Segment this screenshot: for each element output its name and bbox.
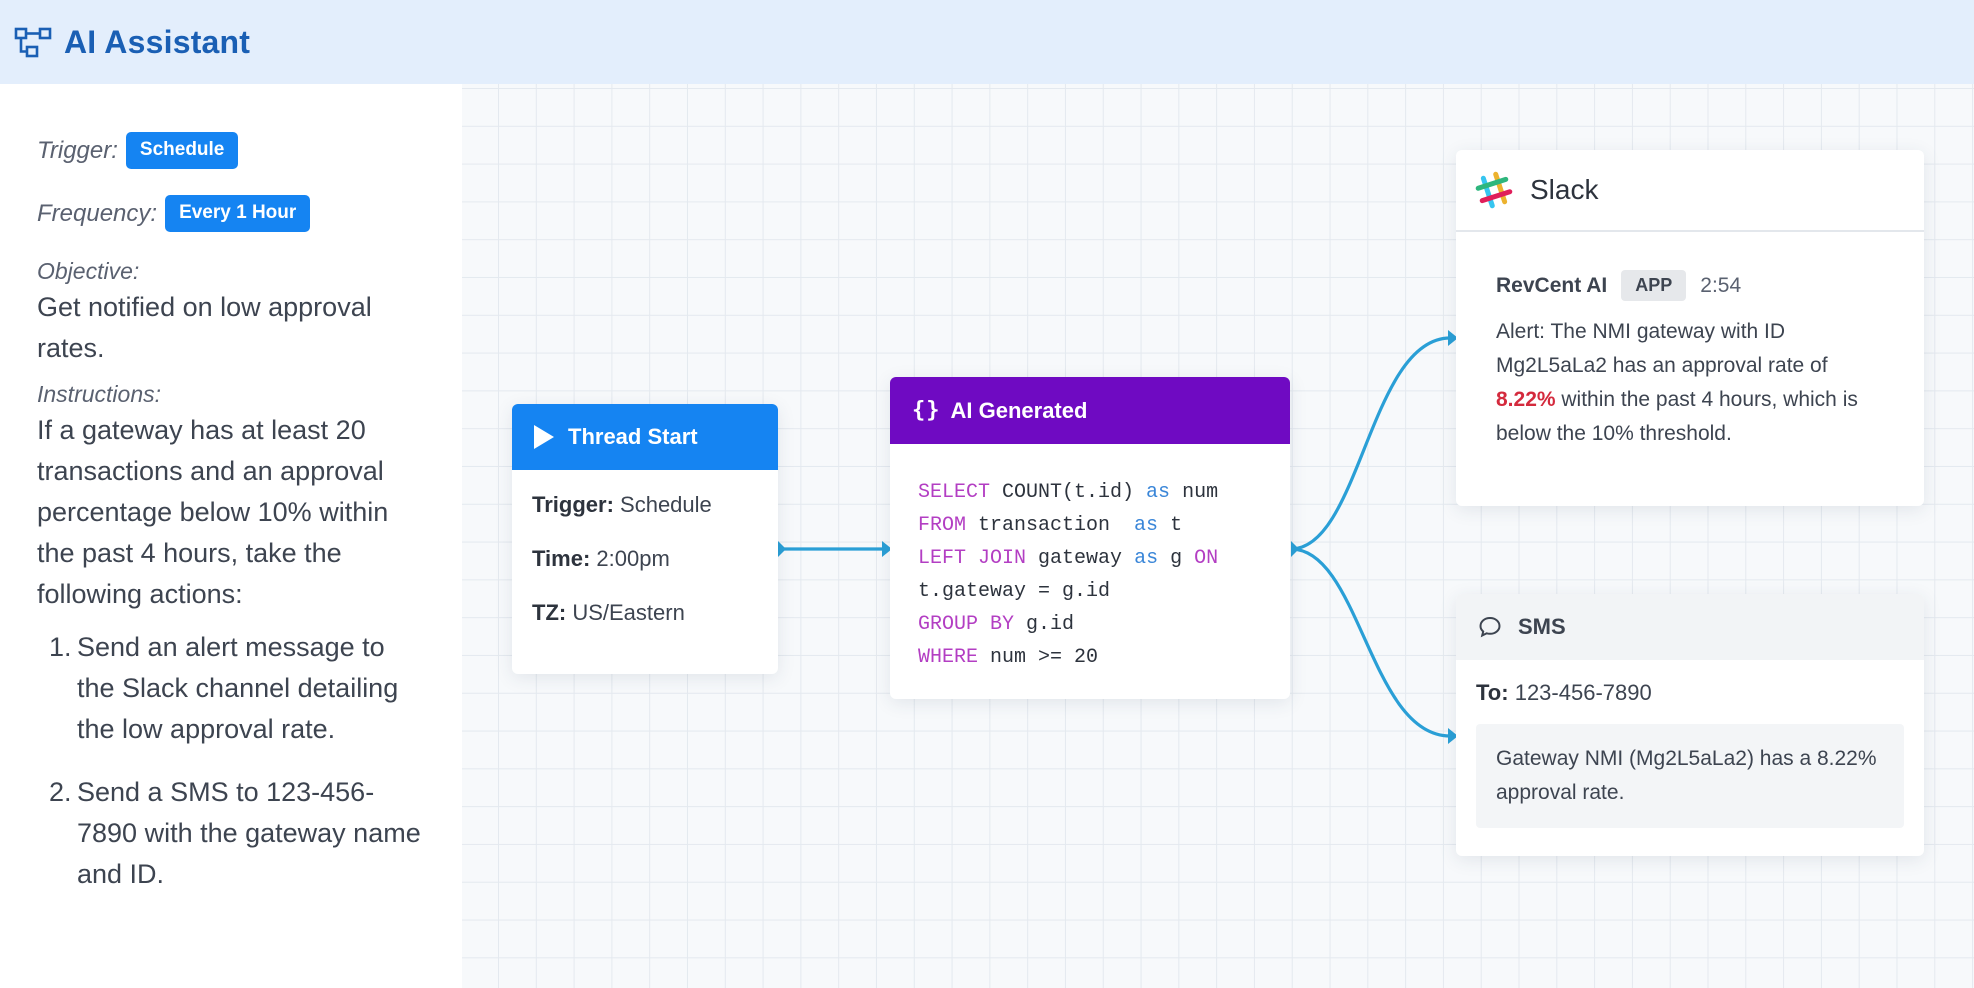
app-badge: APP (1621, 270, 1687, 301)
sql-line: FROM transaction as t (918, 509, 1266, 542)
thread-tz-row: TZ: US/Eastern (532, 600, 758, 626)
slack-sender: RevCent AI (1496, 273, 1608, 297)
objective-text: Get notified on low approval rates. (37, 292, 372, 363)
slack-message-part: Alert: The NMI gateway with ID Mg2L5aLa2… (1496, 320, 1828, 377)
sql-keyword: WHERE (918, 646, 979, 669)
slack-node[interactable]: Slack RevCent AI APP 2:54 Alert: The NMI… (1456, 150, 1924, 506)
sql-text: g (1158, 547, 1195, 570)
sql-text: t.gateway = g.id (918, 580, 1111, 603)
sql-text: num >= 20 (978, 646, 1099, 669)
thread-start-node[interactable]: Thread Start Trigger: Schedule Time: 2:0… (512, 404, 778, 674)
thread-start-title: Thread Start (568, 424, 698, 449)
thread-tz-value: US/Eastern (572, 600, 685, 625)
thread-trigger-row: Trigger: Schedule (532, 492, 758, 518)
ai-generated-header: {} AI Generated (890, 377, 1290, 444)
thread-start-body: Trigger: Schedule Time: 2:00pm TZ: US/Ea… (512, 470, 778, 626)
sql-text: g.id (1014, 613, 1075, 636)
sms-to-label: To: (1476, 680, 1509, 705)
sms-body: To: 123-456-7890 Gateway NMI (Mg2L5aLa2)… (1456, 660, 1924, 828)
slack-timestamp: 2:54 (1700, 273, 1742, 297)
assistant-details-panel: Trigger: Schedule Frequency: Every 1 Hou… (0, 84, 462, 988)
sms-title: SMS (1518, 614, 1566, 639)
thread-time-row: Time: 2:00pm (532, 546, 758, 572)
sql-line: t.gateway = g.id (918, 575, 1266, 608)
workflow-icon (14, 27, 52, 58)
trigger-label: Trigger: (37, 136, 118, 164)
sql-keyword: FROM (918, 514, 967, 537)
list-item-text: Send a SMS to 123-456-7890 with the gate… (77, 777, 421, 889)
ai-generated-node[interactable]: {} AI Generated SELECT COUNT(t.id) as nu… (890, 377, 1290, 699)
sql-text: num (1170, 481, 1219, 504)
app-header: AI Assistant (0, 0, 1974, 84)
thread-time-value: 2:00pm (596, 546, 670, 571)
sql-text: gateway (1026, 547, 1135, 570)
list-item-number: 1. (49, 632, 72, 662)
sql-keyword: ON (1194, 547, 1219, 570)
slack-message-text: Alert: The NMI gateway with ID Mg2L5aLa2… (1496, 315, 1884, 451)
frequency-label: Frequency: (37, 199, 158, 227)
slack-message-meta: RevCent AI APP 2:54 (1496, 270, 1884, 301)
approval-rate-highlight: 8.22% (1496, 388, 1556, 411)
sql-line: LEFT JOIN gateway as g ON (918, 542, 1266, 575)
slack-logo-icon (1475, 171, 1513, 209)
sql-alias-keyword: as (1146, 481, 1171, 504)
list-item-text: Send an alert message to the Slack chann… (77, 632, 399, 744)
sql-alias-keyword: as (1134, 547, 1159, 570)
thread-time-label: Time: (532, 546, 591, 571)
code-braces-icon: {} (912, 398, 941, 423)
sql-line: SELECT COUNT(t.id) as num (918, 476, 1266, 509)
app-title: AI Assistant (64, 23, 251, 60)
sql-line: GROUP BY g.id (918, 608, 1266, 641)
sql-keyword: GROUP BY (918, 613, 1015, 636)
slack-message: RevCent AI APP 2:54 Alert: The NMI gatew… (1456, 232, 1924, 451)
action-list: 1. Send an alert message to the Slack ch… (37, 627, 426, 895)
thread-start-header: Thread Start (512, 404, 778, 470)
sms-node[interactable]: SMS To: 123-456-7890 Gateway NMI (Mg2L5a… (1456, 594, 1924, 856)
thread-trigger-label: Trigger: (532, 492, 614, 517)
trigger-badge: Schedule (125, 132, 239, 169)
chat-bubble-icon (1479, 616, 1501, 638)
frequency-row: Frequency: Every 1 Hour (37, 195, 426, 232)
list-item: 1. Send an alert message to the Slack ch… (37, 627, 426, 750)
sms-to-value: 123-456-7890 (1514, 680, 1652, 705)
frequency-badge: Every 1 Hour (165, 195, 311, 232)
sql-alias-keyword: as (1134, 514, 1159, 537)
play-icon (534, 425, 554, 449)
sql-text: transaction (966, 514, 1135, 537)
sql-keyword: SELECT (918, 481, 991, 504)
sql-text: t (1158, 514, 1183, 537)
list-item: 2. Send a SMS to 123-456-7890 with the g… (37, 772, 426, 895)
sql-keyword: LEFT JOIN (918, 547, 1027, 570)
list-item-number: 2. (49, 777, 72, 807)
sql-text: COUNT(t.id) (990, 481, 1147, 504)
thread-trigger-value: Schedule (620, 492, 712, 517)
slack-message-part: within the past 4 hours, which is below … (1496, 388, 1858, 445)
instructions-text: If a gateway has at least 20 transaction… (37, 415, 389, 609)
trigger-row: Trigger: Schedule (37, 132, 426, 169)
sms-message-text: Gateway NMI (Mg2L5aLa2) has a 8.22% appr… (1476, 724, 1904, 828)
slack-header: Slack (1456, 150, 1924, 232)
sql-line: WHERE num >= 20 (918, 641, 1266, 674)
ai-generated-title: AI Generated (950, 397, 1088, 423)
sms-header: SMS (1456, 594, 1924, 660)
slack-title: Slack (1530, 174, 1599, 205)
sms-recipient-row: To: 123-456-7890 (1476, 680, 1904, 706)
thread-tz-label: TZ: (532, 600, 567, 625)
objective-label: Objective: (37, 258, 140, 284)
instructions-label: Instructions: (37, 381, 161, 407)
